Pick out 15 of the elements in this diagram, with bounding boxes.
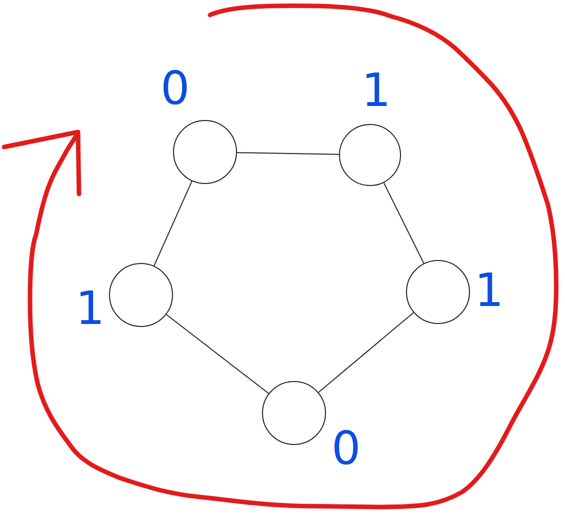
connector-line xyxy=(166,314,270,394)
connector-line xyxy=(236,152,340,155)
value-label: 0 xyxy=(332,425,361,471)
connector-line xyxy=(318,312,414,393)
node-circle xyxy=(109,263,173,327)
node-circle xyxy=(406,260,470,324)
node-circle xyxy=(339,124,401,186)
value-label: 1 xyxy=(474,267,504,313)
connector-line xyxy=(154,180,192,266)
value-label: 1 xyxy=(362,67,391,113)
node-circle xyxy=(262,381,326,445)
connector-line xyxy=(383,182,424,264)
node-circle xyxy=(173,120,237,184)
value-label: 0 xyxy=(160,65,190,111)
value-label: 1 xyxy=(76,285,105,331)
